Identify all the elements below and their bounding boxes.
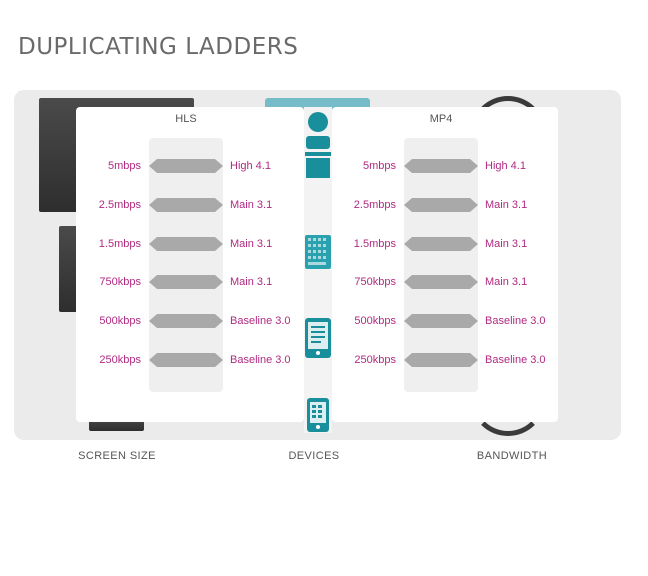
double-arrow-icon [404, 275, 478, 290]
double-arrow-icon [149, 236, 223, 251]
profile-label: Baseline 3.0 [230, 315, 291, 328]
rate-label: 500kbps [354, 315, 396, 328]
profile-label: Main 3.1 [230, 276, 273, 289]
tablet-icon [305, 318, 331, 358]
rate-label: 5mbps [362, 160, 396, 172]
arrow-strip-hls [149, 138, 223, 392]
rate-label: 2.5mbps [98, 198, 141, 211]
profile-label: Main 3.1 [485, 198, 528, 211]
profile-label: Main 3.1 [230, 237, 273, 250]
double-arrow-icon [149, 314, 223, 329]
keyboard-icon [305, 235, 331, 269]
bandwidth-gauge-shape [470, 96, 546, 436]
double-arrow-icon [149, 353, 223, 367]
double-arrow-icon [404, 314, 478, 329]
footer-screen-size: SCREEN SIZE [78, 450, 156, 462]
profile-label: High 4.1 [485, 160, 526, 172]
footer-devices: DEVICES [288, 450, 340, 462]
phone-icon [307, 398, 329, 432]
double-arrow-icon [404, 353, 478, 367]
profile-label: High 4.1 [230, 160, 271, 172]
ladder-title-mp4: MP4 [429, 113, 453, 125]
rate-label: 500kbps [99, 315, 141, 328]
arrow-strip-mp4 [404, 138, 478, 392]
profile-label: Baseline 3.0 [485, 315, 546, 328]
profile-label: Baseline 3.0 [230, 354, 291, 366]
rate-label: 250kbps [99, 354, 141, 366]
rate-label: 1.5mbps [98, 237, 141, 250]
double-arrow-icon [404, 197, 478, 212]
double-arrow-icon [404, 236, 478, 251]
profile-label: Main 3.1 [485, 237, 528, 250]
person-icon [305, 112, 331, 178]
double-arrow-icon [149, 197, 223, 212]
profile-label: Main 3.1 [485, 276, 528, 289]
page-title: DUPLICATING LADDERS [18, 34, 299, 60]
rate-label: 1.5mbps [353, 237, 396, 250]
rate-label: 750kbps [354, 276, 396, 289]
double-arrow-icon [404, 159, 478, 173]
rate-label: 250kbps [354, 354, 396, 366]
rate-label: 5mbps [107, 160, 141, 172]
rate-label: 750kbps [99, 276, 141, 289]
footer-bandwidth: BANDWIDTH [476, 450, 548, 462]
rate-label: 2.5mbps [353, 198, 396, 211]
double-arrow-icon [149, 275, 223, 290]
ladder-title-hls: HLS [175, 113, 197, 125]
profile-label: Baseline 3.0 [485, 354, 546, 366]
profile-label: Main 3.1 [230, 198, 273, 211]
double-arrow-icon [149, 159, 223, 173]
